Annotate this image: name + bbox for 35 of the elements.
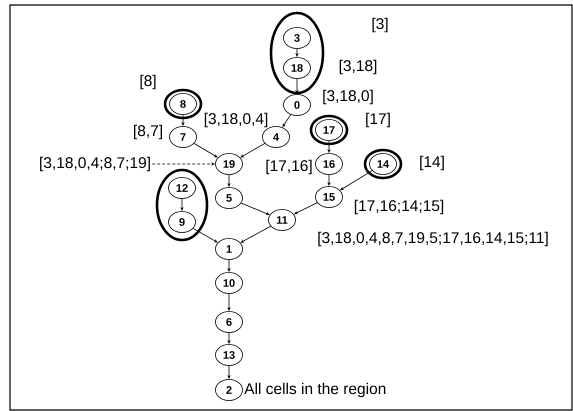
node-label: [8] xyxy=(140,74,156,90)
cell-node: 0 xyxy=(283,94,311,116)
cell-node: 16 xyxy=(315,153,343,175)
node-label: [3,18,0] xyxy=(323,90,373,104)
cell-node: 11 xyxy=(268,209,296,231)
cell-node: 8 xyxy=(164,88,202,120)
cell-node: 3 xyxy=(283,27,311,49)
cell-node: 10 xyxy=(215,272,243,294)
cell-node: 14 xyxy=(364,148,402,180)
cell-node: 17 xyxy=(310,114,348,146)
cell-node: 7 xyxy=(169,126,197,148)
path-label: [3] xyxy=(372,18,388,32)
node-label: [14] xyxy=(420,156,444,170)
node-label: [17,16;14;15] xyxy=(354,200,444,214)
cell-node: 5 xyxy=(215,187,243,209)
path-label: [3,18,0,4,8,7,19,5;17,16,14,15;11] xyxy=(318,232,548,246)
node-label: [17,16] xyxy=(266,160,312,174)
cell-node: 6 xyxy=(215,311,243,333)
node-label: [17] xyxy=(366,112,390,128)
cell-node: 9 xyxy=(168,211,196,233)
group-ellipse xyxy=(270,12,324,94)
group-ellipse xyxy=(156,168,208,242)
node-label: [8,7] xyxy=(134,124,162,140)
cell-node: 13 xyxy=(215,344,243,366)
cell-node: 18 xyxy=(283,57,311,79)
path-label: [3,18,0,4;8,7;19] xyxy=(40,156,150,172)
cell-node: 1 xyxy=(215,238,243,260)
cell-node: 4 xyxy=(262,126,290,148)
node-label: [3,18,0,4] xyxy=(204,112,268,128)
cell-node: 19 xyxy=(215,153,243,175)
cell-node: 2 xyxy=(215,379,243,401)
node-label: [3,18] xyxy=(340,60,376,74)
node-label: All cells in the region xyxy=(244,382,386,398)
cell-node: 15 xyxy=(315,186,343,208)
cell-node: 12 xyxy=(168,177,196,199)
